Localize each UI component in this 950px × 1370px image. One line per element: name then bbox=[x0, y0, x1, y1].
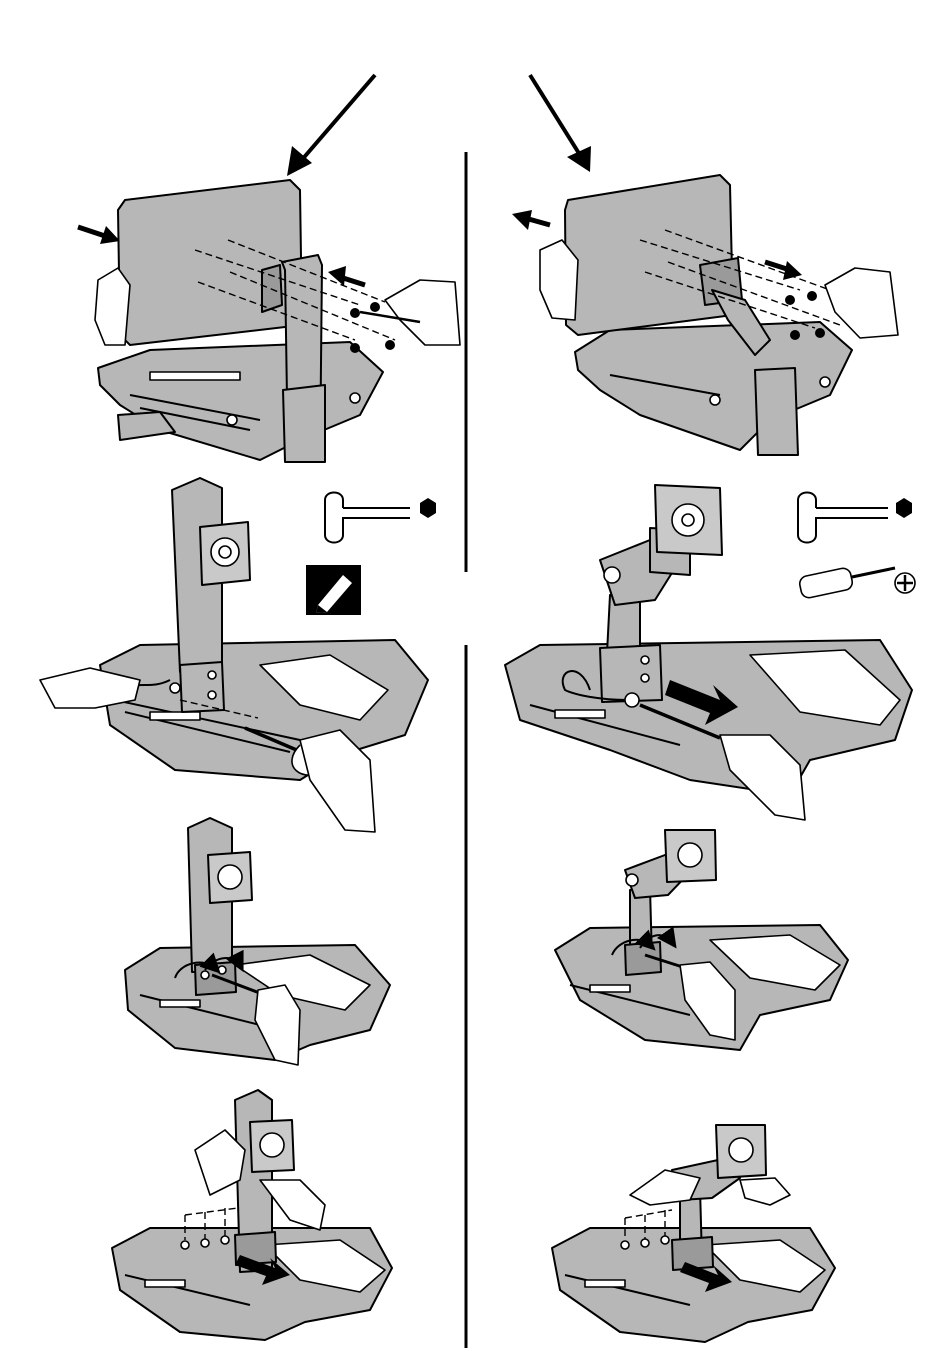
tray-base bbox=[98, 342, 383, 460]
phillips-icon bbox=[895, 573, 915, 593]
tool-icons-left bbox=[306, 493, 436, 616]
hand-left bbox=[540, 240, 578, 320]
hex-icon bbox=[420, 498, 436, 518]
arm-post bbox=[755, 368, 798, 455]
step-slide-out-mast bbox=[112, 1090, 392, 1340]
hex-key-icon bbox=[798, 493, 888, 543]
step-loosen-arm-bolt bbox=[505, 485, 912, 820]
vesa-plate bbox=[262, 265, 282, 312]
tray-base bbox=[575, 322, 852, 450]
step-mount-monitor-fixed-mast bbox=[78, 75, 460, 462]
monitor-panel bbox=[565, 175, 733, 335]
screw-set bbox=[350, 302, 395, 353]
tray-base bbox=[100, 640, 428, 780]
hand-right bbox=[385, 280, 460, 345]
step-mount-monitor-articulating-arm bbox=[512, 75, 898, 455]
hand-left bbox=[630, 1170, 700, 1205]
step-loosen-mast-bolt bbox=[40, 478, 428, 832]
monitor-panel bbox=[118, 180, 302, 345]
step-remove-arm-screws bbox=[555, 830, 848, 1050]
hand-right bbox=[825, 268, 898, 338]
hand-left bbox=[95, 268, 130, 345]
step-slide-out-arm bbox=[552, 1125, 835, 1342]
direction-arrow bbox=[300, 75, 375, 162]
tool-icons-right bbox=[798, 493, 915, 600]
step-remove-mast-screws bbox=[125, 818, 390, 1065]
hex-icon bbox=[896, 498, 912, 518]
screwdriver-icon bbox=[798, 567, 895, 599]
hand-right bbox=[740, 1178, 790, 1205]
hex-key-icon bbox=[325, 493, 410, 543]
